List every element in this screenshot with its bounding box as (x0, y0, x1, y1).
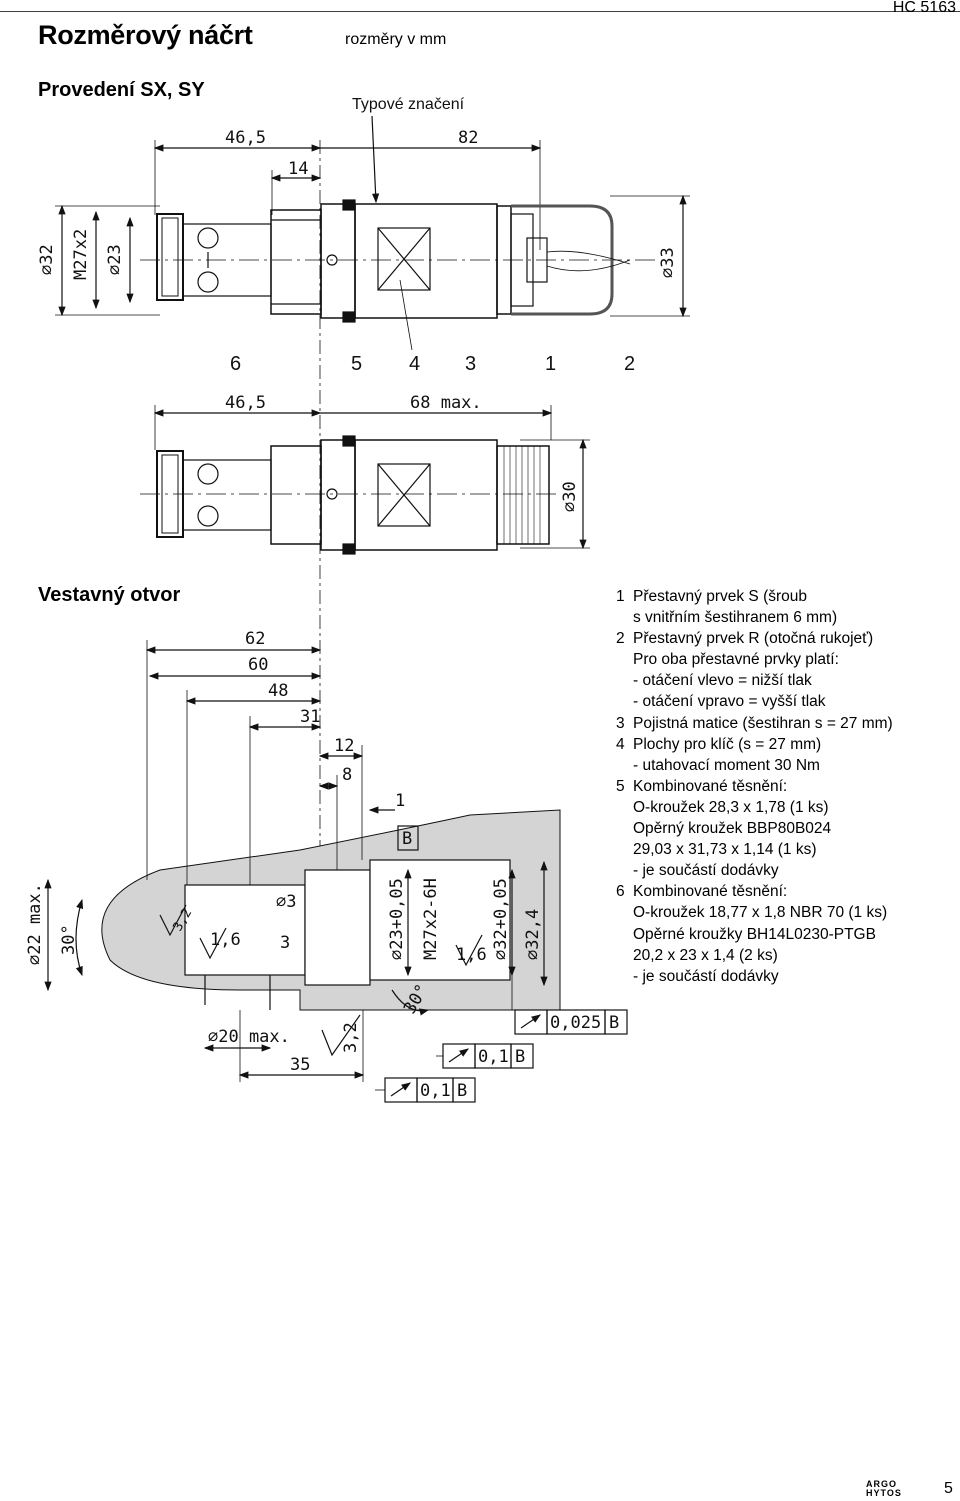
svg-text:⌀33: ⌀33 (658, 247, 678, 278)
logo-line-1: ARGO (866, 1479, 897, 1489)
legend-line: 20,2 x 23 x 1,4 (2 ks) (633, 946, 778, 964)
svg-text:82: 82 (458, 128, 478, 148)
svg-text:12: 12 (334, 736, 354, 756)
svg-text:62: 62 (245, 629, 265, 649)
svg-text:8: 8 (342, 765, 352, 785)
legend-line: 29,03 x 31,73 x 1,14 (1 ks) (633, 841, 817, 859)
section-heading-variant: Provedení SX, SY (38, 79, 205, 101)
legend-line: - je součástí dodávky (633, 967, 779, 985)
svg-text:60: 60 (248, 655, 268, 675)
svg-text:35: 35 (290, 1055, 310, 1075)
page-title: Rozměrový náčrt (38, 20, 253, 50)
legend-line: Opěrné kroužky BH14L0230-PTGB (633, 925, 876, 943)
svg-text:2: 2 (624, 353, 635, 375)
svg-text:1,6: 1,6 (456, 945, 487, 965)
svg-text:0,025: 0,025 (550, 1013, 601, 1033)
page-number: 5 (944, 1480, 953, 1497)
svg-text:0,1: 0,1 (478, 1047, 509, 1067)
svg-text:B: B (457, 1081, 467, 1101)
units-note: rozměry v mm (345, 31, 447, 48)
svg-text:48: 48 (268, 681, 288, 701)
svg-text:⌀23: ⌀23 (105, 244, 125, 275)
svg-text:68 max.: 68 max. (410, 393, 482, 413)
section-heading-cavity: Vestavný otvor (38, 584, 181, 606)
document-code: HC 5163 (892, 0, 956, 16)
svg-text:4: 4 (409, 353, 420, 375)
legend-line: O-kroužek 28,3 x 1,78 (1 ks) (633, 798, 829, 816)
svg-text:⌀23+0,05: ⌀23+0,05 (387, 878, 407, 960)
svg-text:5: 5 (351, 353, 362, 375)
svg-text:3,2: 3,2 (341, 1022, 361, 1053)
svg-text:M27x2: M27x2 (71, 229, 91, 280)
legend-line: - otáčení vlevo = nižší tlak (633, 672, 812, 690)
legend-line: - otáčení vpravo = vyšší tlak (633, 693, 826, 711)
brand-logo: ARGO HYTOS (866, 1480, 902, 1498)
legend-line: Pro oba přestavné prvky platí: (633, 651, 839, 669)
svg-text:31: 31 (300, 707, 320, 727)
logo-line-2: HYTOS (866, 1488, 902, 1498)
svg-text:B: B (402, 829, 412, 849)
svg-text:⌀30: ⌀30 (560, 481, 580, 512)
svg-text:⌀32+0,05: ⌀32+0,05 (491, 878, 511, 960)
svg-text:⌀3: ⌀3 (276, 892, 296, 912)
svg-text:M27x2-6H: M27x2-6H (421, 878, 441, 960)
svg-text:⌀20 max.: ⌀20 max. (208, 1027, 290, 1047)
svg-text:1: 1 (545, 353, 556, 375)
svg-text:1: 1 (395, 791, 405, 811)
legend-line: s vnitřním šestihranem 6 mm) (633, 609, 838, 627)
svg-text:B: B (609, 1013, 619, 1033)
svg-text:6: 6 (230, 353, 241, 375)
legend-line: - je součástí dodávky (633, 862, 779, 880)
svg-text:46,5: 46,5 (225, 393, 266, 413)
svg-text:46,5: 46,5 (225, 128, 266, 148)
svg-text:⌀22 max.: ⌀22 max. (25, 883, 45, 965)
svg-text:⌀32,4: ⌀32,4 (523, 909, 543, 960)
svg-text:0,1: 0,1 (420, 1081, 451, 1101)
legend-line: Opěrný kroužek BBP80B024 (633, 820, 832, 838)
legend-line: - utahovací moment 30 Nm (633, 756, 820, 774)
legend-line: O-kroužek 18,77 x 1,8 NBR 70 (1 ks) (633, 904, 888, 922)
svg-text:3: 3 (465, 353, 476, 375)
type-label: Typové značení (352, 96, 465, 113)
svg-text:B: B (515, 1047, 525, 1067)
svg-text:30°: 30° (59, 924, 79, 955)
svg-text:14: 14 (288, 159, 308, 179)
svg-text:⌀32: ⌀32 (37, 244, 57, 275)
svg-text:1,6: 1,6 (210, 930, 241, 950)
svg-text:3: 3 (280, 933, 290, 953)
